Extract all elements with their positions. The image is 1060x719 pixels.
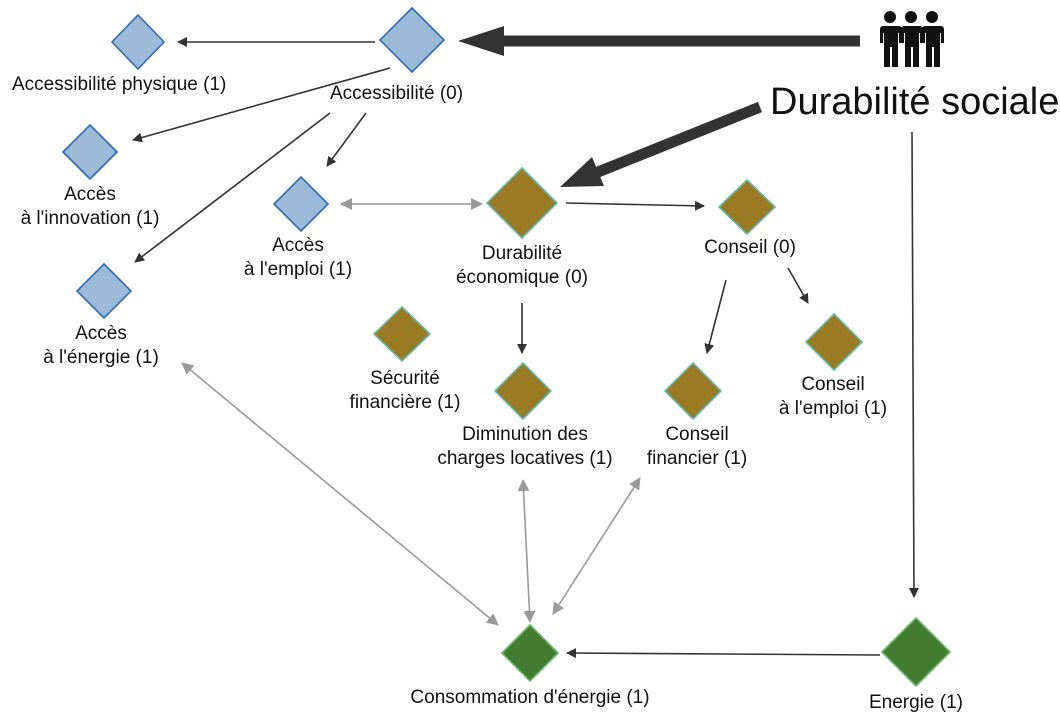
node-acces-innovation[interactable] [61, 123, 119, 181]
edge-social-to-energie [908, 131, 919, 598]
node-acces-energie[interactable] [75, 262, 133, 320]
edge-conseil-financier-consommation [552, 477, 641, 615]
edge-diminution-consommation [517, 479, 536, 623]
node-energie[interactable] [880, 616, 952, 688]
node-diminution-charges[interactable] [493, 361, 553, 421]
edges-dark [132, 37, 919, 659]
edge-social-to-accessibilite-head [458, 26, 504, 56]
people-group-icon [880, 11, 944, 67]
edge-energie-to-consommation [566, 648, 881, 659]
node-conseil-financier[interactable] [663, 361, 723, 421]
edge-conseil-to-conseil-financier [704, 279, 727, 354]
node-consommation-energie[interactable] [500, 623, 560, 683]
edge-conseil-to-conseil-emploi [787, 267, 809, 304]
edge-energie-acces-consommation [181, 362, 499, 626]
node-conseil-emploi[interactable] [804, 312, 864, 372]
edge-social-to-durabilite-eco-head [560, 157, 604, 187]
node-durabilite-economique[interactable] [485, 166, 559, 240]
edges-grey [181, 198, 641, 626]
node-securite-financiere[interactable] [372, 305, 432, 363]
edge-durabilite-eco-to-conseil [565, 200, 705, 211]
edge-accessibilite-to-energie [134, 112, 331, 263]
node-acces-emploi[interactable] [272, 175, 330, 233]
nodes [61, 6, 952, 688]
edge-accessibilite-to-innovation [132, 67, 391, 143]
node-accessibilite-physique[interactable] [110, 13, 166, 71]
node-accessibilite[interactable] [378, 6, 446, 74]
node-conseil[interactable] [717, 178, 777, 236]
edges-thick [458, 26, 860, 187]
edge-accessibilite-to-emploi [326, 112, 367, 167]
edge-social-to-durabilite-eco [595, 101, 763, 178]
